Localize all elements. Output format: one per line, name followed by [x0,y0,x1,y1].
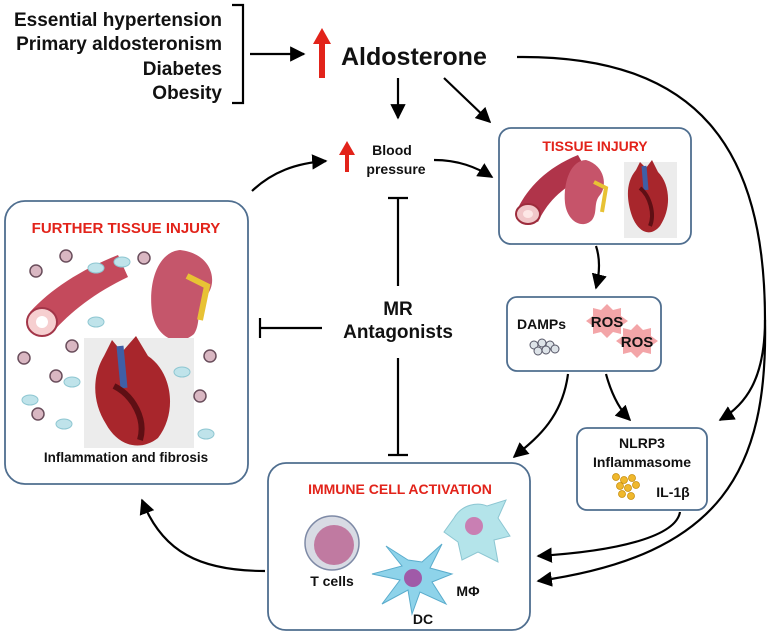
pressure-label: pressure [366,161,425,177]
ros-label-1: ROS [591,314,624,331]
condition-obesity: Obesity [152,83,222,104]
inflamed-heart-illustration [84,336,194,448]
mr-label: MR [383,299,413,320]
nlrp3-to-immune-arrow [536,511,682,563]
damps-to-immune-arrow [512,373,570,458]
conditions-bracket [232,3,245,105]
further-injury-to-bp-arrow [251,154,328,192]
immune-cell-icons [17,249,217,421]
tissue-injury-title: TISSUE INJURY [542,138,648,154]
damps-label: DAMPs [517,316,566,332]
immune-activation-box: IMMUNE CELL ACTIVATION T cells DC MΦ [267,462,531,631]
nlrp3-box: NLRP3 Inflammasome IL-1β [576,427,708,511]
aldosterone-node: Aldosterone [313,28,487,78]
immune-activation-frame [267,462,531,631]
antagonists-label: Antagonists [343,322,453,343]
nlrp3-frame [576,427,708,511]
macrophage-icons [21,256,215,440]
il-1b-label: IL-1β [656,484,690,500]
blood-pressure-node: Blood pressure [339,141,426,177]
condition-essential-hypertension: Essential hypertension [14,10,222,31]
ros-label-2: ROS [621,334,654,351]
dendritic-cell-icon [371,543,454,616]
macrophage-label: MΦ [456,583,480,599]
increase-arrow-icon [313,28,331,78]
immune-to-further-injury-arrow [139,498,266,573]
further-tissue-injury-box: FURTHER TISSUE INJURY Inflammation and f… [4,200,249,485]
il1b-particles-icon [612,473,640,500]
t-cell-icon [304,515,360,571]
damps-to-nlrp3-arrow [604,373,632,422]
conditions-list: Essential hypertension Primary aldostero… [14,3,306,105]
inflammasome-label: Inflammasome [593,454,691,470]
macrophage-icon [443,499,511,563]
dc-label: DC [413,611,433,627]
aldosterone-to-nlrp3-arrow [516,55,767,421]
increase-arrow-icon [339,141,355,172]
mr-antagonists-node: MR Antagonists [343,299,453,343]
damps-cluster-icon [529,338,560,356]
ros-burst-icon [616,324,658,358]
kidney-illustration [564,160,609,225]
heart-illustration [624,160,677,238]
aldosterone-to-immune-arrow [536,319,767,587]
nlrp3-label: NLRP3 [619,435,665,451]
aldosterone-label: Aldosterone [341,43,487,71]
blood-label: Blood [372,142,412,158]
tissue-injury-box: TISSUE INJURY [498,127,692,245]
pathway-arrows [139,55,767,587]
condition-diabetes: Diabetes [143,59,222,80]
condition-primary-aldosteronism: Primary aldosteronism [16,34,222,55]
t-cells-label: T cells [310,573,354,589]
damps-ros-box: DAMPs ROS ROS [506,296,662,372]
further-tissue-injury-title: FURTHER TISSUE INJURY [32,220,221,237]
inflamed-kidney-illustration [151,250,213,341]
bp-to-tissue-arrow [433,158,494,178]
ros-burst-icon [586,304,628,338]
aldosterone-to-tissue-arrow [443,77,492,124]
inflamed-vessel-illustration [26,255,128,337]
inflammation-fibrosis-caption: Inflammation and fibrosis [44,450,208,465]
immune-activation-title: IMMUNE CELL ACTIVATION [308,481,492,497]
tissue-to-damps-arrow [591,245,607,290]
inhibition-lines [258,196,408,457]
